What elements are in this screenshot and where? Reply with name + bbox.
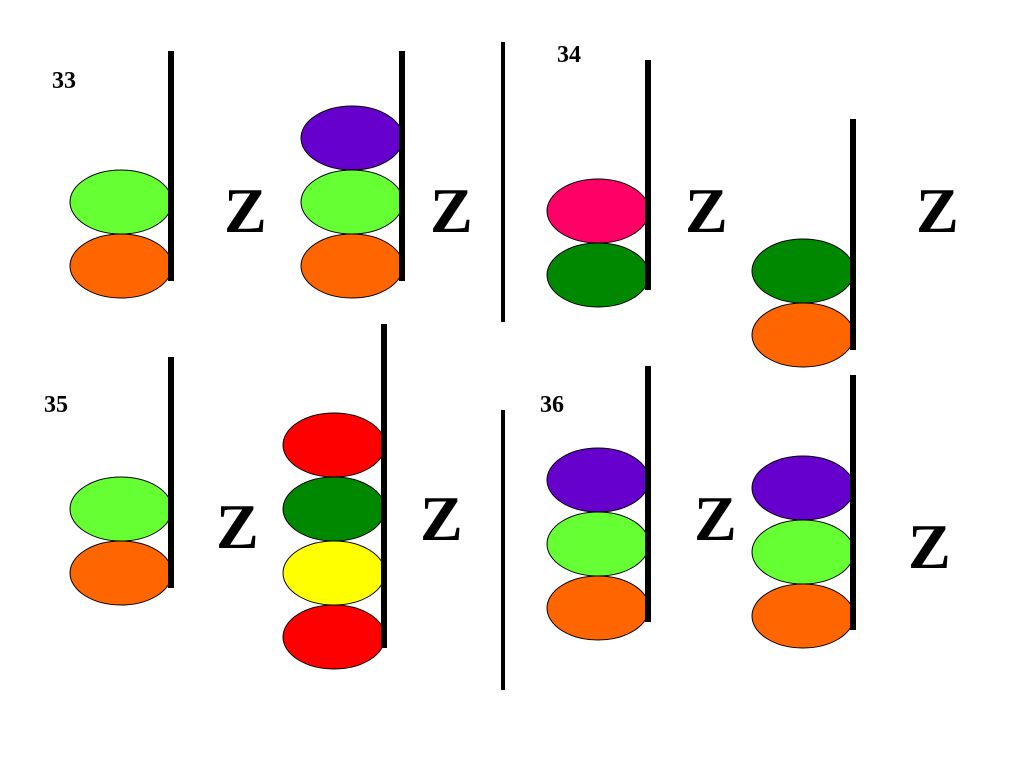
z-label-34-a: Z [685,175,728,246]
stack-35-b [282,324,387,670]
bead-red [282,412,386,478]
puzzle-number-36: 36 [540,392,564,418]
puzzle-number-33: 33 [52,68,76,94]
bead-red [282,604,386,670]
bead-orange [751,302,855,368]
z-label-35-a: Z [216,491,259,562]
stack-34-a [546,60,651,308]
bead-dark-green [751,238,855,304]
bead-purple [751,455,855,521]
bead-orange [546,575,650,641]
stack-33-a [69,51,174,299]
z-label-36-b: Z [908,511,951,582]
stack-36-b [751,375,856,649]
bead-pink [546,178,650,244]
bead-purple [546,447,650,513]
z-label-33-a: Z [224,175,267,246]
bead-yellow [282,540,386,606]
bead-dark-green [546,242,650,308]
puzzle-number-34: 34 [557,42,581,68]
puzzle-number-35: 35 [44,392,68,418]
bead-orange [300,233,404,299]
bead-dark-green [282,476,386,542]
bead-stacks [69,51,856,670]
z-label-36-a: Z [694,483,737,554]
z-label-34-b: Z [916,175,959,246]
stack-33-b [300,51,405,299]
bead-orange [751,583,855,649]
stack-35-a [69,357,174,606]
bead-light-green [69,476,173,542]
z-label-33-b: Z [430,175,473,246]
bead-orange [69,233,173,299]
bead-light-green [546,511,650,577]
bead-purple [300,105,404,171]
stack-36-a [546,366,651,641]
bead-light-green [751,519,855,585]
bead-light-green [300,169,404,235]
stack-34-b [751,119,856,368]
bead-light-green [69,169,173,235]
z-label-35-b: Z [420,483,463,554]
bead-orange [69,540,173,606]
